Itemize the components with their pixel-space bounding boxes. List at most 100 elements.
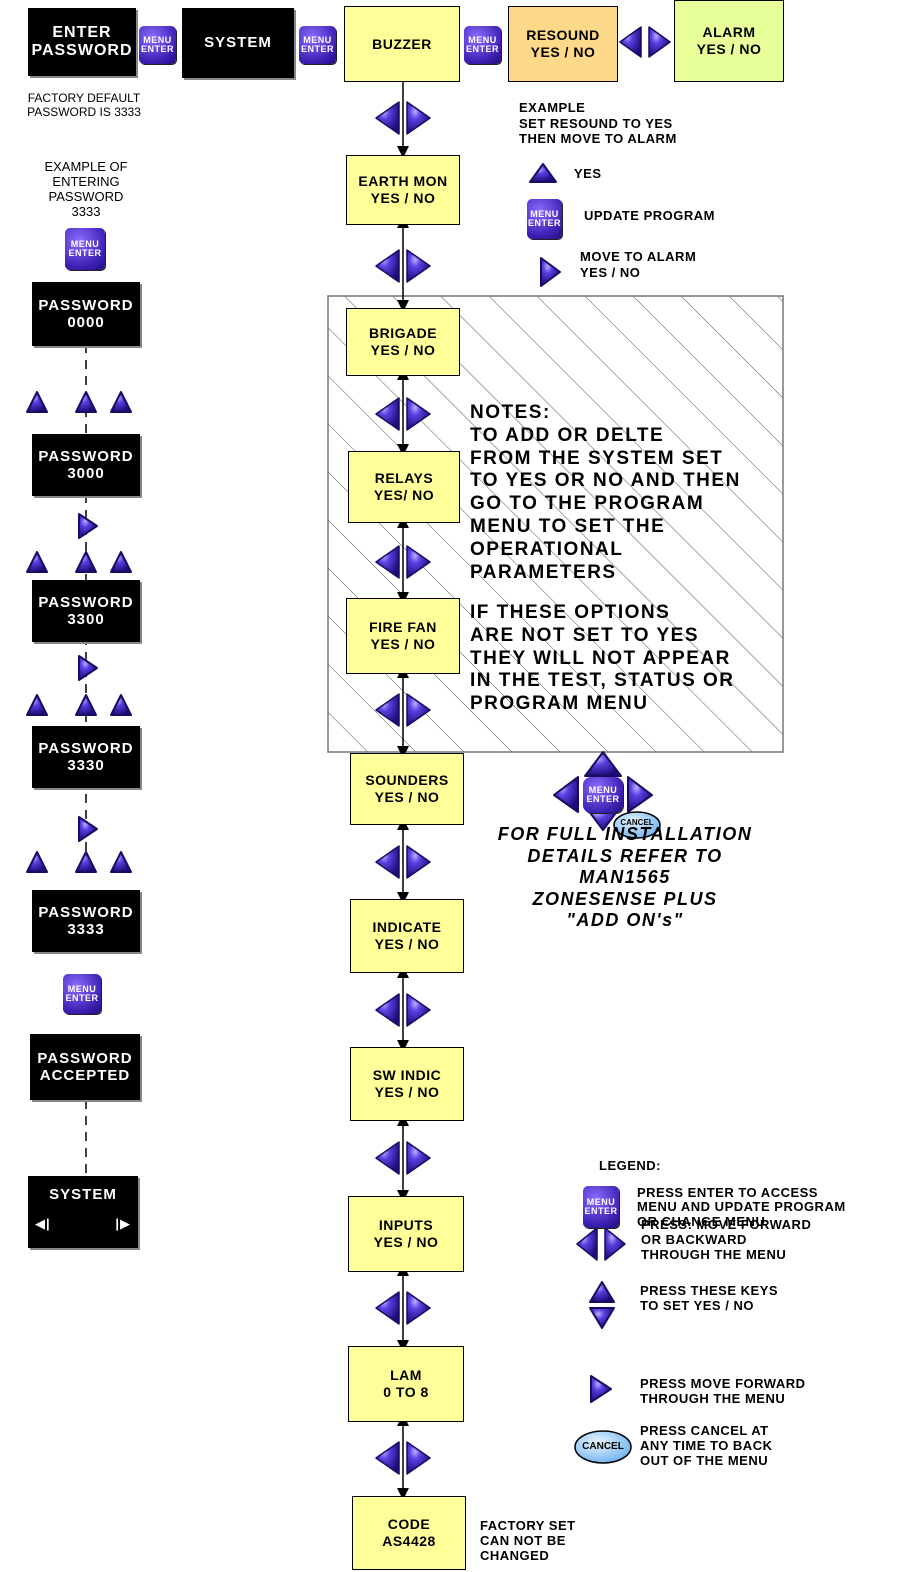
up-keys-password: [26, 391, 132, 873]
code-factory-note: FACTORY SET CAN NOT BE CHANGED: [480, 1518, 576, 1564]
enter-password-line2: PASSWORD: [31, 42, 133, 59]
menu-item-label: RELAYS: [374, 470, 434, 487]
example-line2: SET RESOUND TO YES: [519, 115, 673, 131]
example-move-line2: YES / NO: [580, 264, 641, 280]
key-label-menu: MENU: [468, 34, 497, 45]
buzzer-box: BUZZER: [344, 6, 460, 82]
pw-heading-line2: ENTERING: [52, 173, 120, 189]
legend-line: PRESS THESE KEYS: [640, 1283, 779, 1298]
password-example-heading: EXAMPLE OF ENTERING PASSWORD 3333: [26, 159, 146, 220]
enter-password-box: ENTER PASSWORD: [28, 8, 136, 76]
password-label: PASSWORD: [38, 903, 134, 921]
legend-cancel-text: PRESS CANCEL AT ANY TIME TO BACK OUT OF …: [640, 1423, 772, 1469]
note-line: TO ADD OR DELTE: [470, 424, 665, 446]
password-display: PASSWORD 3330: [32, 726, 140, 788]
key-label-enter: ENTER: [527, 218, 561, 228]
password-display: PASSWORD 3333: [32, 890, 140, 952]
menu-item-label: LAM: [390, 1367, 422, 1384]
key-label-menu: MENU: [303, 34, 332, 45]
legend-line: PRESS MOVE FORWARD: [640, 1376, 806, 1391]
system-label: SYSTEM: [204, 34, 272, 52]
note-line: ZONESENSE PLUS: [532, 888, 718, 909]
system-box: SYSTEM: [182, 8, 294, 78]
example-move-label: MOVE TO ALARM YES / NO: [580, 249, 696, 280]
code-note-line: FACTORY SET: [480, 1518, 576, 1533]
pw-heading-line1: EXAMPLE OF: [44, 159, 128, 174]
menu-item-label: CODE: [387, 1516, 431, 1533]
password-value: 3330: [67, 757, 105, 774]
system-display: SYSTEM ◀| |▶: [28, 1176, 138, 1248]
key-label-menu: MENU: [530, 208, 559, 219]
pw-heading-line4: 3333: [71, 203, 101, 219]
password-value: 0000: [67, 314, 105, 331]
password-label: PASSWORD: [37, 1049, 133, 1067]
key-label-menu: MENU: [588, 784, 618, 795]
legend-enter-text: PRESS ENTER TO ACCESS MENU AND UPDATE PR…: [637, 1185, 846, 1229]
menu-item-label: INPUTS: [378, 1217, 434, 1234]
right-arrow-icon: |▶: [115, 1216, 131, 1232]
key-label-enter: ENTER: [140, 44, 174, 54]
menu-item-value: YES / NO: [374, 789, 440, 805]
menu-item-label: FIRE FAN: [369, 619, 437, 636]
note-line: IN THE TEST, STATUS OR: [470, 670, 735, 692]
note-line: DETAILS REFER TO: [527, 845, 723, 866]
menu-item-value: YES / NO: [370, 636, 436, 652]
password-label: PASSWORD: [38, 593, 134, 611]
password-value: 3333: [67, 921, 105, 938]
note-line: GO TO THE PROGRAM: [470, 493, 705, 515]
legend-line: PRESS: MOVE FORWARD: [641, 1217, 812, 1232]
note-line: FROM THE SYSTEM SET: [470, 447, 724, 469]
resound-box: RESOUND YES / NO: [508, 6, 618, 82]
password-value: ACCEPTED: [39, 1067, 131, 1084]
resound-label: RESOUND: [526, 27, 600, 44]
key-label-enter: ENTER: [300, 44, 334, 54]
menu-item-value: 0 TO 8: [383, 1384, 429, 1400]
legend-line: OR CHANGE MENU: [637, 1213, 766, 1229]
password-label: PASSWORD: [38, 296, 134, 314]
notes-block-1: NOTES: TO ADD OR DELTE FROM THE SYSTEM S…: [470, 402, 741, 584]
menu-item-value: YES / NO: [373, 1234, 439, 1250]
keypad-cancel-key: CANCEL: [620, 818, 654, 827]
password-display: PASSWORD 3000: [32, 434, 140, 496]
menu-item-value: YES / NO: [370, 190, 436, 206]
note-line: OPERATIONAL: [470, 538, 624, 560]
example-yes-label: YES: [574, 166, 602, 181]
alarm-box: ALARM YES / NO: [674, 0, 784, 82]
legend-line: THROUGH THE MENU: [641, 1246, 787, 1262]
menu-item-label: BRIGADE: [368, 325, 438, 342]
legend-line: PRESS ENTER TO ACCESS: [637, 1185, 818, 1200]
password-label: PASSWORD: [38, 447, 134, 465]
example-move-line1: MOVE TO ALARM: [580, 249, 697, 264]
key-label-enter: ENTER: [68, 248, 102, 258]
note-line: PROGRAM MENU: [470, 693, 649, 715]
legend-leftright-text: PRESS: MOVE FORWARD OR BACKWARD THROUGH …: [641, 1217, 812, 1263]
notes-block-3: FOR FULL INSTALLATION DETAILS REFER TO M…: [470, 824, 780, 932]
leftright-keys-main: [375, 101, 431, 1475]
password-value: 3000: [67, 465, 105, 482]
right-keys-password: [78, 513, 98, 842]
factory-default-note: FACTORY DEFAULT PASSWORD IS 3333: [2, 91, 166, 120]
key-label-enter: ENTER: [465, 44, 499, 54]
legend-title: LEGEND:: [599, 1158, 661, 1173]
menu-item-label: EARTH MON: [358, 173, 448, 190]
legend-icons: [574, 1227, 632, 1464]
password-value: 3300: [67, 611, 105, 628]
example-update-label: UPDATE PROGRAM: [584, 208, 715, 223]
menu-item-label: SW INDIC: [372, 1067, 442, 1084]
key-label-enter: ENTER: [586, 794, 620, 804]
example-line1: EXAMPLE: [519, 100, 586, 115]
menu-item-label: INDICATE: [372, 919, 442, 936]
note-line: MAN1565: [579, 867, 671, 888]
